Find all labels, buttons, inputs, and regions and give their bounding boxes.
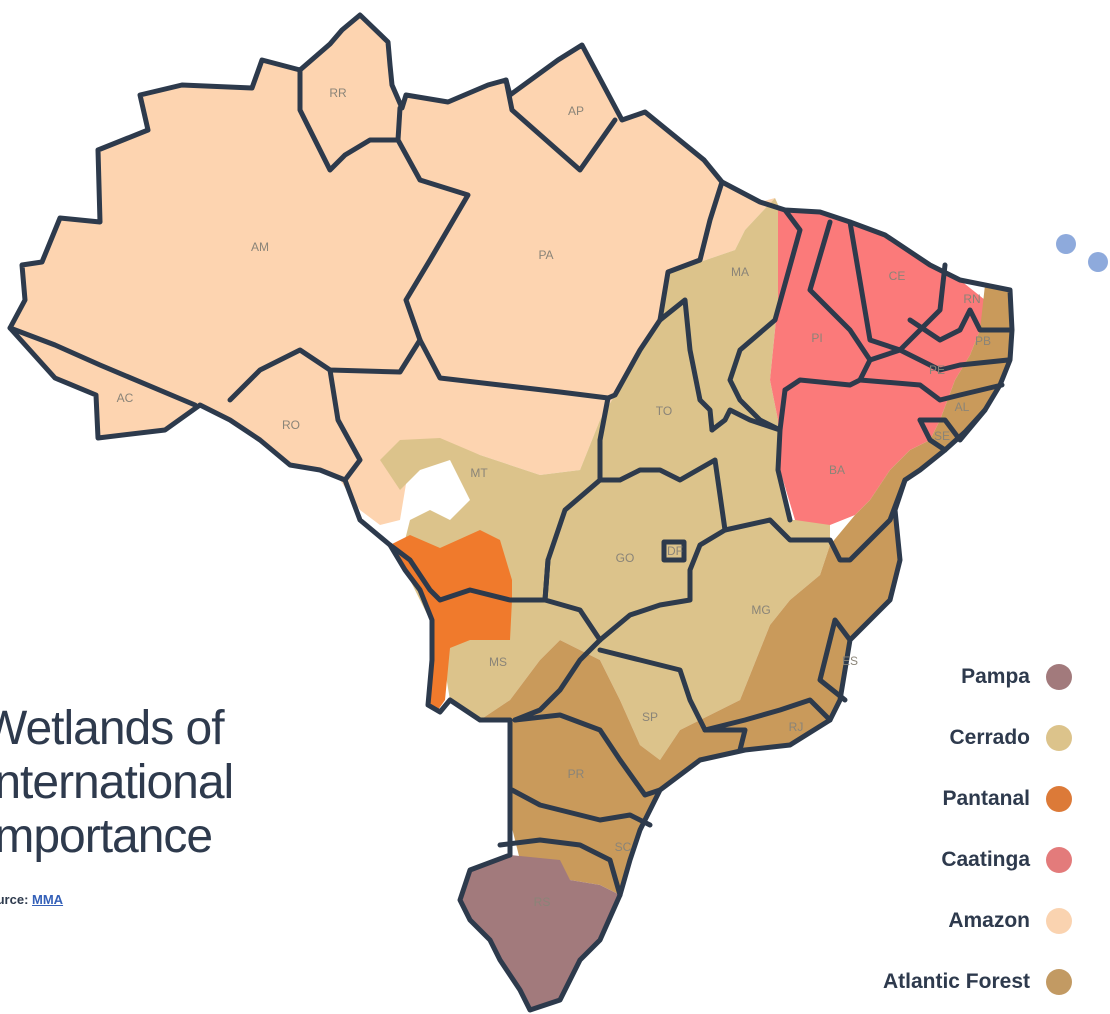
state-label-ap: AP [568, 104, 584, 118]
border-go-ms [542, 557, 603, 643]
biome-amazon-north [10, 15, 775, 525]
state-label-pe: PE [929, 363, 945, 377]
state-label-se: SE [934, 429, 950, 443]
border-rn-pb [907, 307, 1013, 343]
state-label-df: DF [667, 544, 683, 558]
border-ac-am [7, 325, 198, 408]
state-label-pi: PI [811, 331, 822, 345]
border-pr-sc [509, 787, 653, 828]
border-sp-rj [702, 727, 748, 753]
state-label-am: AM [251, 240, 269, 254]
border-pi-ba [782, 357, 873, 393]
border-pa-mt [417, 337, 611, 401]
state-label-rs: RS [534, 895, 551, 909]
dot-1-icon [1056, 234, 1076, 254]
legend-swatch-atlantic-forest-icon [1046, 968, 1072, 995]
legend-label: Amazon [948, 908, 1030, 932]
title-line-1: Wetlands of [0, 702, 225, 755]
state-label-pa: PA [538, 248, 553, 262]
legend-label: Pantanal [942, 786, 1030, 810]
border-pi-ce [807, 219, 873, 363]
border-ma-to [657, 297, 715, 433]
border-ro-mt [327, 367, 363, 483]
legend-item-cerrado: Cerrado [883, 717, 1072, 758]
border-ms-sp [512, 637, 603, 723]
border-am-ro [227, 337, 423, 403]
source-link[interactable]: MMA [32, 892, 64, 907]
border-al-se [917, 407, 988, 443]
state-label-ce: CE [889, 269, 906, 283]
legend-label: Pampa [961, 664, 1030, 688]
border-ba-mg [722, 477, 908, 563]
biome-atlantic [480, 285, 1012, 895]
legend-swatch-pampa-icon [1046, 663, 1072, 690]
state-label-ms: MS [489, 655, 507, 669]
border-sc-rs [497, 837, 623, 898]
legend-item-amazon: Amazon [883, 900, 1072, 941]
biome-layer [10, 15, 1012, 1010]
state-borders [7, 12, 1015, 1013]
legend-item-pampa: Pampa [883, 656, 1072, 697]
border-mt-ms [387, 542, 548, 603]
title-line-2: International [0, 756, 234, 809]
legend-item-caatinga: Caatinga [883, 839, 1072, 880]
legend-label: Caatinga [941, 847, 1030, 871]
border-to-ba [709, 407, 793, 523]
state-label-sc: SC [615, 840, 632, 854]
legend-label: Atlantic Forest [882, 969, 1030, 993]
border-sp-pr [512, 712, 663, 798]
legend-item-atlantic-forest: Atlantic Forest [883, 961, 1072, 1002]
source-credit: Source: MMA [0, 892, 63, 907]
legend-swatch-pantanal-icon [1046, 785, 1072, 812]
legend-swatch-amazon-icon [1046, 907, 1072, 934]
source-prefix: Source: [0, 892, 29, 907]
border-go-mg [597, 527, 728, 643]
border-pe-al [857, 377, 1005, 403]
border-pa-ma [605, 179, 725, 401]
state-label-mt: MT [470, 466, 488, 480]
dot-2-icon [1088, 252, 1108, 272]
legend-item-pantanal: Pantanal [883, 778, 1072, 819]
border-ba-se [917, 417, 948, 453]
border-df [661, 539, 687, 563]
border-to-go [597, 457, 728, 533]
border-mg-sp [597, 647, 708, 733]
border-pa-ap [503, 77, 618, 173]
border-mg-es [817, 617, 853, 703]
legend-swatch-cerrado-icon [1046, 724, 1072, 751]
state-label-ma: MA [731, 265, 749, 279]
state-label-rn: RN [963, 292, 980, 306]
state-label-rj: RJ [789, 720, 804, 734]
state-label-pb: PB [975, 334, 991, 348]
state-label-pr: PR [568, 767, 585, 781]
state-label-ro: RO [282, 418, 300, 432]
legend-swatch-caatinga-icon [1046, 846, 1072, 873]
state-label-es: ES [842, 654, 858, 668]
title-line-3: Importance [0, 810, 213, 863]
state-label-al: AL [955, 400, 970, 414]
state-label-sp: SP [642, 710, 658, 724]
state-labels: RR AP AM PA MA CE RN PB PI PE AC AL RO T… [117, 86, 991, 909]
legend: Pampa Cerrado Pantanal Caatinga Amazon A… [883, 656, 1072, 1002]
border-mg-rj [702, 697, 833, 733]
state-label-mg: MG [751, 603, 770, 617]
state-label-go: GO [616, 551, 635, 565]
state-label-ac: AC [117, 391, 134, 405]
biome-pampa [460, 855, 620, 1010]
biome-caatinga [770, 210, 985, 525]
border-pb-pe [867, 347, 1011, 373]
legend-label: Cerrado [949, 725, 1030, 749]
border-rr-am [297, 67, 401, 173]
map-title: Wetlands of International Importance [0, 702, 234, 864]
state-label-ba: BA [829, 463, 845, 477]
state-label-rr: RR [329, 86, 347, 100]
state-label-to: TO [656, 404, 672, 418]
